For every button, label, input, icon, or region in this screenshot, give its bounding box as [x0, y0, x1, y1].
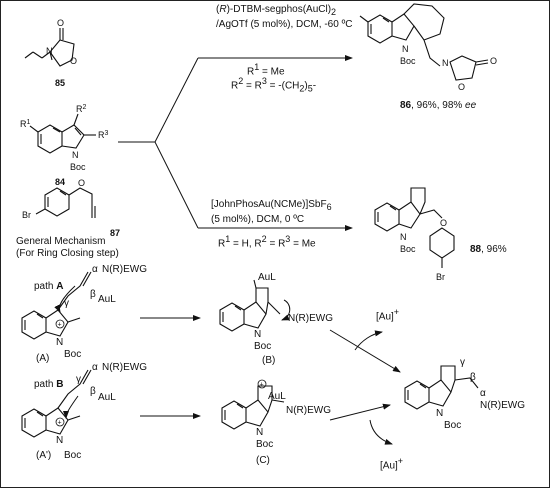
product-88-structure: N Boc O Br: [374, 187, 455, 282]
intermediate-c-structure: +: [221, 379, 285, 430]
b-path-aul-label: AuL: [98, 392, 116, 403]
final-nrewg-label: N(R)EWG: [480, 400, 525, 411]
a-plus-charge: +: [58, 322, 62, 329]
reaction-arrows: [118, 55, 353, 231]
a-prime-n-label: N: [56, 435, 64, 446]
b-path-alpha-label: α: [92, 362, 98, 373]
cyclobutane-product-structure: [404, 365, 479, 410]
b-intermediate-label: (B): [262, 355, 276, 366]
indole-boc-label: Boc: [70, 162, 86, 172]
au-cation-bottom: [Au]+: [380, 456, 404, 472]
b-n-label: N: [254, 329, 262, 340]
b-boc-label: Boc: [254, 341, 272, 352]
au-cation-top: [Au]+: [376, 307, 400, 323]
oxazolidinone-o-label: O: [57, 18, 64, 28]
a-intermediate-label: (A): [36, 353, 50, 364]
p88-o-label: O: [440, 218, 447, 228]
c-aul-label: AuL: [268, 391, 286, 402]
product-86-caption: 86, 96%, 98% ee: [400, 100, 477, 111]
a-prime-plus-charge: +: [58, 420, 62, 427]
b-aul-label: AuL: [258, 272, 276, 283]
top-r1-condition: R1 = Me: [247, 62, 285, 78]
mechanism-title: General Mechanism: [16, 236, 106, 247]
p86-o2-label: O: [490, 56, 497, 66]
c-intermediate-label: (C): [256, 455, 270, 466]
top-additive-label: /AgOTf (5 mol%), DCM, -60 ºC: [216, 19, 353, 30]
final-n-label: N: [436, 408, 444, 419]
intermediate-b-structure: [219, 279, 291, 332]
mechanism-subtitle: (For Ring Closing step): [16, 248, 119, 259]
mechanism-arrows: [140, 315, 401, 445]
top-catalyst-label: (R)-DTBM-segphos(AuCl)2: [216, 4, 337, 17]
b-path-gamma-label: γ: [76, 374, 81, 385]
path-a-label: path A: [34, 281, 64, 292]
a-prime-intermediate-label: (A'): [36, 450, 52, 461]
final-beta-label: β: [470, 372, 476, 383]
r1-label: R1: [20, 119, 31, 129]
intermediate-a-structure: +: [21, 271, 92, 340]
c-boc-label: Boc: [256, 439, 274, 450]
p86-n2-label: N: [442, 58, 449, 68]
compound-87-label: 87: [110, 228, 120, 238]
compound-84-label: 84: [55, 177, 65, 187]
a-n-label: N: [56, 337, 64, 348]
c-nrewg-label: N(R)EWG: [286, 405, 331, 416]
indole-84-structure: R1 R2 R3 N Boc 84: [20, 104, 109, 187]
intermediate-a-prime-structure: +: [21, 369, 92, 438]
a-prime-boc-label: Boc: [64, 450, 82, 461]
bromo-label: Br: [22, 210, 31, 220]
c-n-label: N: [256, 427, 264, 438]
final-gamma-label: γ: [460, 357, 465, 368]
ring-o-label: O: [70, 56, 77, 66]
ether-o-label: O: [78, 178, 85, 188]
final-boc-label: Boc: [444, 420, 462, 431]
product-88-caption: 88, 96%: [470, 244, 507, 255]
p88-n-label: N: [400, 232, 407, 242]
compound-85-label: 85: [55, 78, 65, 88]
a-gamma-label: γ: [64, 298, 69, 309]
final-alpha-label: α: [480, 388, 486, 399]
a-boc-label: Boc: [64, 349, 82, 360]
b-nrewg-label: N(R)EWG: [288, 313, 333, 324]
b-path-nrewg-label: N(R)EWG: [102, 362, 147, 373]
p88-br-label: Br: [436, 272, 445, 282]
b-path-beta-label: β: [90, 386, 96, 397]
bottom-r-condition: R1 = H, R2 = R3 = Me: [218, 234, 316, 250]
oxazolidinone-n-label: N: [46, 46, 53, 56]
a-alpha-label: α: [92, 264, 98, 275]
bottom-catalyst-label: [JohnPhosAu(NCMe)]SbF6: [211, 199, 332, 212]
indole-n-label: N: [72, 150, 79, 160]
a-nrewg-label: N(R)EWG: [102, 264, 147, 275]
allenyl-ether-87-structure: O Br 87: [22, 178, 120, 238]
p86-n-label: N: [402, 44, 409, 54]
top-r23-condition: R2 = R3 = -(CH2)5-: [231, 76, 317, 94]
path-b-label: path B: [34, 379, 64, 390]
bottom-conditions-label: (5 mol%), DCM, 0 ºC: [211, 214, 305, 225]
p86-boc-label: Boc: [400, 56, 416, 66]
allenamide-85-structure: O N O 85: [24, 18, 77, 88]
a-aul-label: AuL: [98, 294, 116, 305]
r3-label: R3: [98, 130, 109, 140]
a-beta-label: β: [90, 289, 96, 300]
r2-label: R2: [76, 104, 87, 114]
c-plus-charge: +: [260, 382, 264, 389]
p86-o-label: O: [458, 82, 465, 92]
p88-boc-label: Boc: [400, 244, 416, 254]
product-86-structure: N Boc N O O: [359, 3, 497, 92]
